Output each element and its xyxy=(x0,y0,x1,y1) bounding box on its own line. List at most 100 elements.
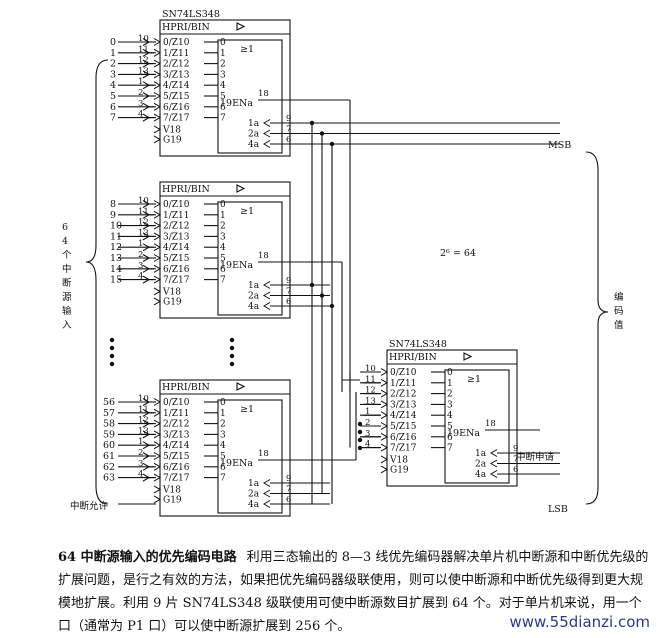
pin-label: 1/Z11 xyxy=(163,211,189,221)
ena-pin-number: 18 xyxy=(258,251,269,261)
output-label: 4a xyxy=(248,140,260,150)
ena-pin-number: 18 xyxy=(485,419,496,429)
pin-number: 11 xyxy=(365,375,376,385)
pin-label: 7/Z17 xyxy=(390,444,417,454)
pin-number: 13 xyxy=(365,396,376,406)
pin-label: 0/Z10 xyxy=(163,200,190,210)
gate-input-label: 5 xyxy=(220,92,226,102)
chip-part-label: SN74LS348 xyxy=(389,339,447,350)
pin-number: 3 xyxy=(138,261,143,271)
output-pin-number: 6 xyxy=(286,495,291,505)
ena-label: 19ENa xyxy=(220,458,253,469)
gate-input-label: 6 xyxy=(220,463,226,473)
output-pin-number: 9 xyxy=(286,474,291,484)
input-brace-char: 输 xyxy=(62,305,72,317)
chip-outline xyxy=(386,349,518,487)
gate-input-label: 0 xyxy=(220,38,226,48)
output-pin-number: 7 xyxy=(286,485,291,495)
v-pin-label: V18 xyxy=(162,287,181,297)
pin-label: 6/Z16 xyxy=(163,265,190,275)
lsb-label: LSB xyxy=(548,504,568,515)
gate-input-label: 4 xyxy=(447,411,453,421)
pin-number: 12 xyxy=(365,386,376,396)
interrupt-input-label: 57 xyxy=(103,408,115,419)
output-label: 1a xyxy=(475,449,487,459)
junction-dot xyxy=(309,120,315,126)
pin-number: 4 xyxy=(138,272,143,282)
gate-input-label: 7 xyxy=(220,276,226,286)
pin-number: 4 xyxy=(365,440,370,450)
gate-input-label: 2 xyxy=(447,390,453,400)
msb-label: MSB xyxy=(548,140,571,151)
junction-dot xyxy=(109,345,115,351)
gate-input-label: 3 xyxy=(447,400,453,410)
v-pin-label: V18 xyxy=(162,125,181,135)
pin-label: 6/Z16 xyxy=(390,433,417,443)
input-brace-char: 6 xyxy=(62,222,68,233)
junction-dot xyxy=(109,337,115,343)
interrupt-input-label: 1 xyxy=(110,48,116,59)
gate-input-label: 7 xyxy=(447,444,453,454)
output-label: 2a xyxy=(475,460,487,470)
junction-dot xyxy=(357,445,363,451)
gate-input-label: 7 xyxy=(220,474,226,484)
g-pin-label: G19 xyxy=(390,465,409,475)
output-pin-number: 7 xyxy=(286,125,291,135)
chip-outline xyxy=(159,181,291,319)
pin-label: 7/Z17 xyxy=(163,276,190,286)
pin-number: 2 xyxy=(138,250,143,260)
junction-dot xyxy=(329,303,335,309)
output-label: 4a xyxy=(248,500,260,510)
gate-input-label: 7 xyxy=(220,114,226,124)
junction-dot xyxy=(229,361,235,367)
code-value-brace xyxy=(585,151,609,505)
interrupt-input-label: 58 xyxy=(103,419,115,430)
interrupt-input-label: 13 xyxy=(110,253,122,264)
junction-dot xyxy=(109,353,115,359)
caption-text: 利用三态输出的 8—3 线优先编码器解决单片机中断源和中断优先级的扩展问题，是行… xyxy=(58,550,649,634)
interrupt-input-label: 14 xyxy=(110,264,122,275)
output-pin-number: 7 xyxy=(286,287,291,297)
pin-number: 3 xyxy=(365,429,370,439)
gate-input-label: 6 xyxy=(220,103,226,113)
interrupt-input-label: 61 xyxy=(103,451,115,462)
pin-label: 5/Z15 xyxy=(163,254,190,264)
ena-label: 19ENa xyxy=(220,98,253,109)
junction-dot xyxy=(357,429,363,435)
pin-number: 3 xyxy=(138,459,143,469)
title-triangle-icon xyxy=(463,352,473,361)
output-label: 1a xyxy=(248,281,260,291)
gate-input-label: 5 xyxy=(447,422,453,432)
pin-number: 1 xyxy=(138,437,143,447)
ge-label: ≥1 xyxy=(240,44,254,55)
interrupt-input-label: 5 xyxy=(110,91,116,102)
output-pin-number: 9 xyxy=(513,444,518,454)
pin-label: 5/Z15 xyxy=(163,452,190,462)
pin-number: 4 xyxy=(138,110,143,120)
output-pin-number: 6 xyxy=(513,465,518,475)
input-brace-char: 源 xyxy=(62,292,72,303)
input-brace-char: 个 xyxy=(62,250,72,261)
pin-number: 2 xyxy=(138,448,143,458)
junction-dot xyxy=(229,337,235,343)
ena-pin-number: 18 xyxy=(258,449,269,459)
pin-label: 2/Z12 xyxy=(163,420,189,430)
pin-label: 4/Z14 xyxy=(163,243,190,253)
output-label: 4a xyxy=(248,302,260,312)
pin-number: 4 xyxy=(138,470,143,480)
pin-label: 2/Z12 xyxy=(390,390,416,400)
output-pin-number: 9 xyxy=(286,114,291,124)
caption-title: 64 中断源输入的优先编码电路 xyxy=(58,550,237,565)
pin-label: 5/Z15 xyxy=(163,92,190,102)
gate-input-label: 0 xyxy=(220,200,226,210)
input-brace-char: 中 xyxy=(62,263,72,275)
junction-dot xyxy=(319,293,325,298)
ge-label: ≥1 xyxy=(467,374,481,385)
pin-number: 1 xyxy=(138,239,143,249)
output-pin-number: 6 xyxy=(286,297,291,307)
chip-title: HPRI/BIN xyxy=(162,382,210,393)
pin-label: 1/Z11 xyxy=(390,379,416,389)
